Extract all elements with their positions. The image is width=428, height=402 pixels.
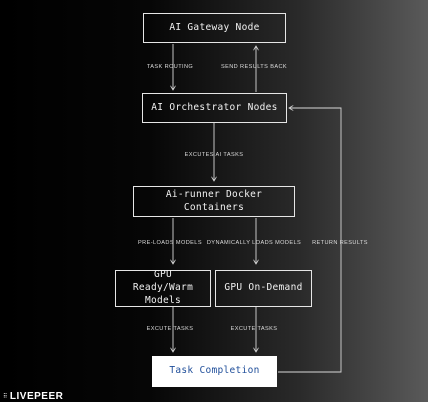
label-executes-ai-tasks: EXCUTES AI TASKS — [184, 152, 244, 158]
label-pre-loads-models: PRE-LOADS MODELS — [138, 240, 202, 246]
label-execute-tasks-right: EXCUTE TASKS — [230, 326, 278, 332]
orchestrator-node: AI Orchestrator Nodes — [142, 93, 287, 123]
gateway-node: AI Gateway Node — [143, 13, 286, 43]
label-return-results: RETURN RESULTS — [312, 240, 368, 246]
task-completion-node: Task Completion — [152, 356, 277, 387]
label-send-results-back: SEND RESULTS BACK — [220, 64, 288, 70]
livepeer-logo-icon: ⠿ — [3, 394, 8, 400]
livepeer-logo-text: LIVEPEER — [9, 391, 64, 402]
gpu-warm-node: GPU Ready/Warm Models — [115, 269, 211, 307]
livepeer-logo: ⠿LIVEPEER — [3, 391, 63, 402]
edge-return-results — [278, 108, 342, 373]
runner-node: Ai-runner Docker Containers — [133, 186, 295, 217]
gpu-on-demand-node: GPU On-Demand — [215, 270, 312, 307]
label-execute-tasks-left: EXCUTE TASKS — [146, 326, 194, 332]
label-task-routing: TASK ROUTING — [146, 64, 194, 70]
label-dynamically-loads-models: DYNAMICALLY LOADS MODELS — [206, 240, 302, 246]
